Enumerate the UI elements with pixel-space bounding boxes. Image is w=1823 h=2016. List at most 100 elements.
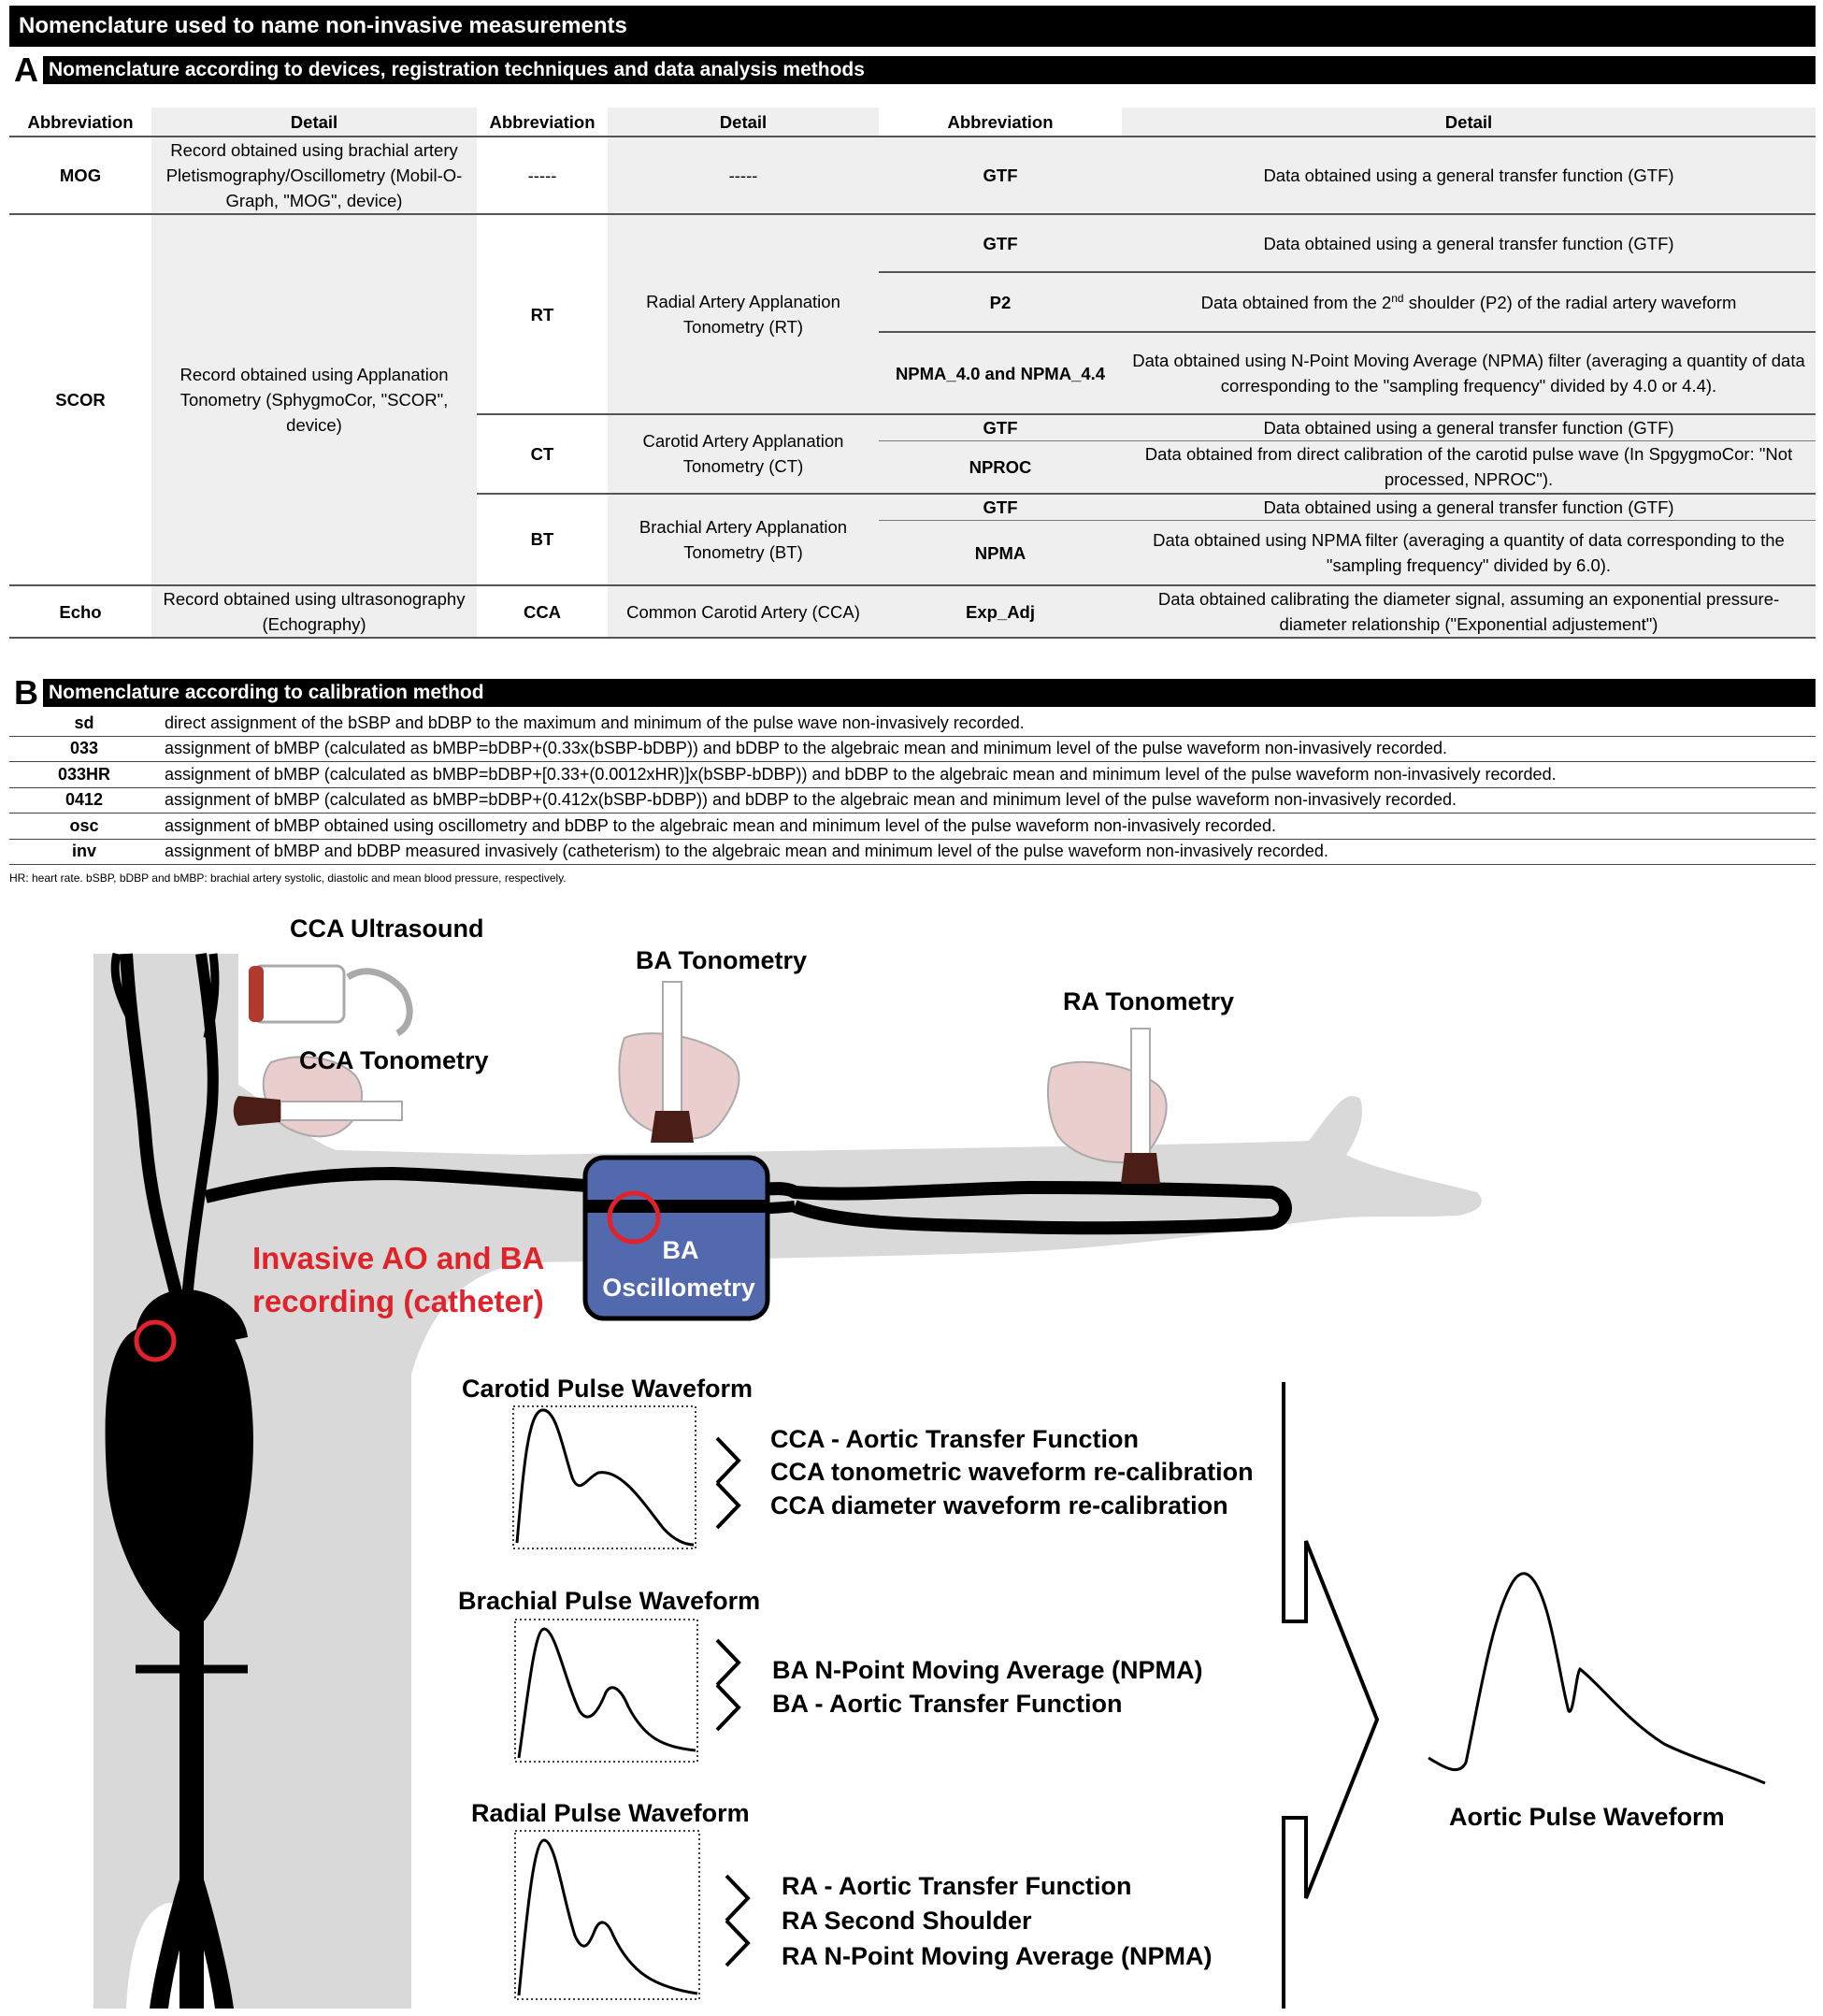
carotid-waveform-trace (515, 1408, 695, 1547)
invasive-label-line1: Invasive AO and BA (252, 1241, 544, 1275)
rt-npma-abbr: NPMA_4.0 and NPMA_4.4 (879, 331, 1122, 414)
aortic-arch (136, 1289, 248, 1342)
section-b-letter: B (9, 676, 43, 710)
radial-waveform-title: Radial Pulse Waveform (471, 1799, 750, 1827)
footnote: HR: heart rate. bSBP, bDBP and bMBP: bra… (9, 871, 567, 885)
nomenclature-table-a: Abbreviation Detail Abbreviation Detail … (9, 108, 1816, 639)
header-detail-2: Detail (608, 108, 879, 137)
ct-detail: Carotid Artery Applanation Tonometry (CT… (608, 413, 879, 494)
rt-npma-detail: Data obtained using N-Point Moving Avera… (1122, 331, 1816, 414)
brachial-waveform-title: Brachial Pulse Waveform (458, 1587, 760, 1615)
ra-tonometry-hand-icon (1047, 1028, 1168, 1184)
header-abbreviation-1: Abbreviation (27, 111, 134, 132)
mog-detail: Record obtained using brachial artery Pl… (151, 136, 477, 214)
rt-gtf-detail: Data obtained using a general transfer f… (1122, 213, 1816, 272)
header-detail-3: Detail (1122, 108, 1816, 137)
bt-detail: Brachial Artery Applanation Tonometry (B… (608, 492, 879, 585)
calib-abbr: inv (9, 839, 159, 865)
calib-detail: assignment of bMBP (calculated as bMBP=b… (159, 787, 1816, 814)
bt-gtf-detail: Data obtained using a general transfer f… (1122, 492, 1816, 520)
bt-npma-detail: Data obtained using NPMA filter (averagi… (1122, 519, 1816, 585)
rt-abbr: RT (477, 213, 608, 414)
calib-detail: assignment of bMBP (calculated as bMBP=b… (159, 761, 1816, 788)
bt-abbr: BT (477, 492, 608, 585)
header-abbreviation-3: Abbreviation (947, 111, 1054, 132)
ct-nproc-detail: Data obtained from direct calibration of… (1122, 440, 1816, 494)
carotid-method-2: CCA tonometric waveform re-calibration (770, 1458, 1254, 1486)
ct-nproc-abbr: NPROC (879, 440, 1122, 494)
mog-tech-abbr: ----- (477, 136, 608, 214)
calib-abbr: 033 (9, 736, 159, 762)
carotid-method-3: CCA diameter waveform re-calibration (770, 1491, 1228, 1519)
mog-method-detail: Data obtained using a general transfer f… (1122, 136, 1816, 214)
header-abbreviation-2: Abbreviation (489, 111, 596, 132)
radial-method-3: RA N-Point Moving Average (NPMA) (782, 1942, 1213, 1970)
main-title: Nomenclature used to name non-invasive m… (9, 6, 1816, 47)
mog-abbr: MOG (9, 136, 151, 214)
arm-artery (204, 1167, 1292, 1235)
calib-abbr: osc (9, 813, 159, 840)
ra-tonometry-label: RA Tonometry (1063, 987, 1234, 1015)
ct-abbr: CT (477, 413, 608, 494)
echo-tech-detail: Common Carotid Artery (CCA) (608, 584, 879, 639)
heart (105, 1312, 253, 1636)
echo-detail: Record obtained using ultrasonography (E… (151, 584, 477, 639)
ultrasound-probe-icon (249, 964, 413, 1037)
aortic-waveform-title: Aortic Pulse Waveform (1449, 1803, 1725, 1831)
brachial-method-2: BA - Aortic Transfer Function (772, 1690, 1123, 1718)
brachial-arrow (715, 1638, 741, 1687)
left-carotid-branch (110, 952, 136, 1022)
right-carotid-branch (203, 953, 220, 1039)
ba-tonometry-hand-icon (618, 981, 740, 1143)
rt-p2-detail-pre: Data obtained from the 2 (1200, 292, 1392, 312)
converging-bracket-arrow (1282, 1382, 1380, 2009)
cca-tonometry-label: CCA Tonometry (299, 1046, 489, 1074)
aortic-catheter-marker (134, 1319, 177, 1362)
header-detail-1: Detail (151, 108, 477, 137)
cca-ultrasound-label: CCA Ultrasound (290, 914, 484, 943)
ba-catheter-marker (607, 1190, 661, 1245)
carotid-waveform-title: Carotid Pulse Waveform (462, 1375, 753, 1403)
rt-detail: Radial Artery Applanation Tonometry (RT) (608, 213, 879, 414)
calib-detail: assignment of bMBP obtained using oscill… (159, 813, 1816, 840)
radial-arrow (725, 1874, 751, 1922)
invasive-label-line2: recording (catheter) (252, 1284, 544, 1318)
echo-abbr: Echo (9, 584, 151, 639)
radial-waveform-trace (517, 1838, 698, 1996)
ba-oscillometry-label-2: Oscillometry (602, 1274, 755, 1302)
section-a-letter: A (9, 53, 43, 87)
iliac-arteries (150, 1879, 234, 2009)
cca-tonometry-hand-icon (233, 1056, 403, 1138)
mog-tech-detail: ----- (608, 136, 879, 214)
brachial-method-1: BA N-Point Moving Average (NPMA) (772, 1656, 1203, 1684)
radial-arrow-2 (725, 1919, 751, 1967)
radial-method-1: RA - Aortic Transfer Function (782, 1872, 1132, 1900)
echo-method-detail: Data obtained calibrating the diameter s… (1122, 584, 1816, 639)
scor-detail: Record obtained using Applanation Tonome… (151, 213, 477, 585)
ba-oscillometry-label-1: BA (663, 1236, 699, 1264)
echo-tech-abbr: CCA (477, 584, 608, 639)
mog-method-abbr: GTF (879, 136, 1122, 214)
radial-waveform-box (514, 1830, 700, 2000)
echo-method-abbr: Exp_Adj (879, 584, 1122, 639)
calib-abbr: sd (9, 711, 159, 737)
ct-gtf-abbr: GTF (879, 413, 1122, 441)
carotid-arrow-2 (715, 1481, 741, 1530)
brachial-waveform-trace (517, 1627, 696, 1759)
brachial-waveform-box (514, 1619, 698, 1763)
calib-abbr: 0412 (9, 787, 159, 814)
carotid-waveform-box (512, 1405, 696, 1549)
ct-gtf-detail: Data obtained using a general transfer f… (1122, 413, 1816, 441)
rt-p2-abbr: P2 (879, 271, 1122, 332)
brachial-arrow-2 (715, 1683, 741, 1732)
rt-p2-detail-post: shoulder (P2) of the radial artery wavef… (1403, 292, 1737, 312)
calib-detail: assignment of bMBP (calculated as bMBP=b… (159, 736, 1816, 762)
